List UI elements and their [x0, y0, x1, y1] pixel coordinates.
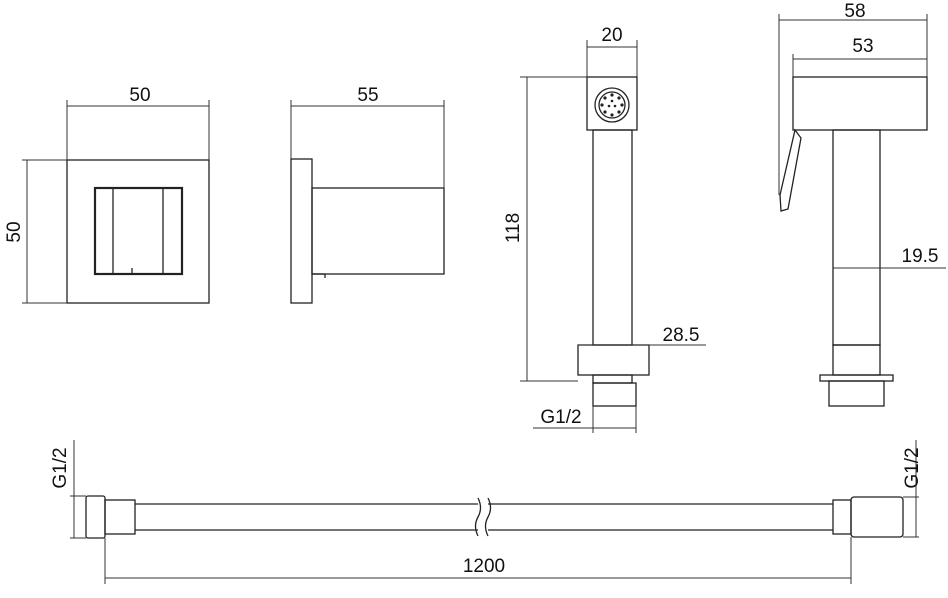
hose-view: G1/2 G1/2 1200	[50, 440, 923, 584]
sprayer-thread-label: G1/2	[540, 407, 581, 428]
sprayer-total-label: 58	[844, 1, 865, 22]
holder-side-plate	[290, 158, 313, 304]
holder-width-label: 50	[129, 85, 150, 106]
sprayer-nozzle-holes	[600, 93, 624, 117]
hose-right-nut	[850, 496, 904, 538]
sprayer-nozzle-icon	[594, 87, 630, 123]
hose-right-ferrule	[832, 499, 852, 535]
hose-break-right	[484, 497, 492, 537]
hose-left-ferrule	[104, 499, 136, 535]
holder-front-view: 50 50	[4, 85, 210, 304]
sprayer-nut-label: 28.5	[663, 325, 700, 346]
sprayer-side-thread	[828, 380, 885, 407]
holder-depth-label: 55	[357, 85, 378, 106]
sprayer-stem-label: 19.5	[902, 246, 939, 267]
sprayer-side-lever	[779, 128, 802, 212]
sprayer-side-view: 58 53 19.5	[778, 1, 946, 407]
holder-side-arm	[311, 187, 445, 275]
sprayer-front-nut	[577, 344, 650, 376]
hose-right-thread-label: G1/2	[902, 447, 923, 488]
sprayer-height-label: 118	[503, 213, 524, 243]
sprayer-front-thread	[592, 382, 637, 407]
holder-side-view: 55	[290, 85, 445, 304]
hose-length-label: 1200	[463, 556, 505, 577]
hose-break-left	[474, 497, 482, 537]
sprayer-front-stem	[592, 129, 633, 346]
holder-front-cup	[93, 186, 184, 276]
sprayer-head-label: 53	[852, 36, 873, 57]
sprayer-front-view: 20 118 28.5 G1/2	[503, 25, 706, 433]
sprayer-side-head	[792, 76, 928, 131]
sprayer-side-nut	[819, 374, 894, 382]
sprayer-side-stem	[832, 129, 881, 346]
holder-height-label: 50	[4, 221, 25, 242]
sprayer-width-label: 20	[601, 25, 622, 46]
hose-left-nut	[85, 495, 106, 539]
holder-front-plate	[66, 159, 210, 304]
hose-left-thread-label: G1/2	[50, 447, 71, 488]
